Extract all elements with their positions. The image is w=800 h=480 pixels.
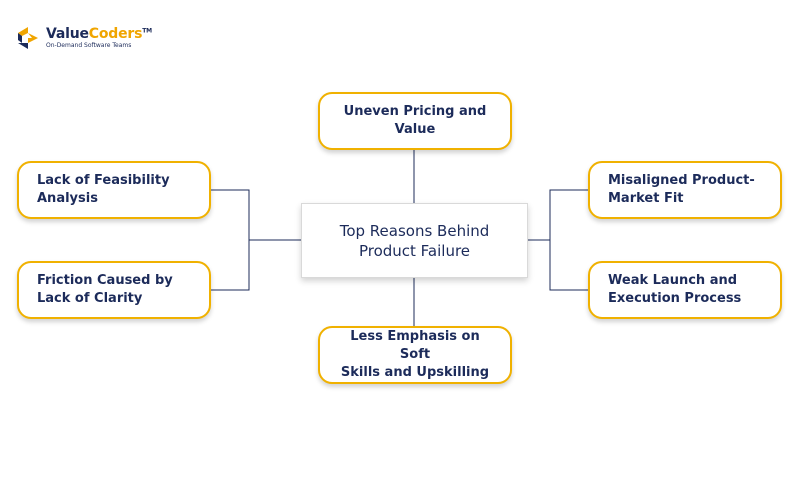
node-launch-execution: Weak Launch and Execution Process bbox=[588, 261, 782, 319]
node-friction: Friction Caused by Lack of Clarity bbox=[17, 261, 211, 319]
brand-tagline: On-Demand Software Teams bbox=[46, 42, 132, 49]
node-uneven-pricing-label: Uneven Pricing and Value bbox=[343, 104, 487, 137]
node-friction-label: Friction Caused by Lack of Clarity bbox=[37, 273, 173, 306]
brand-name: ValueCodersTM bbox=[46, 26, 152, 42]
connector-right bbox=[549, 189, 588, 291]
node-uneven-pricing: Uneven Pricing and Value bbox=[318, 92, 512, 150]
valuecoders-logo-icon bbox=[18, 27, 38, 49]
node-market-fit: Misaligned Product- Market Fit bbox=[588, 161, 782, 219]
center-topic-box: Top Reasons Behind Product Failure bbox=[301, 203, 528, 278]
connector-left bbox=[210, 189, 250, 291]
node-soft-skills: Less Emphasis on Soft Skills and Upskill… bbox=[318, 326, 512, 384]
node-feasibility-label: Lack of Feasibility Analysis bbox=[37, 173, 170, 206]
node-soft-skills-label: Less Emphasis on Soft Skills and Upskill… bbox=[340, 329, 490, 380]
center-topic-label: Top Reasons Behind Product Failure bbox=[339, 221, 490, 260]
node-launch-execution-label: Weak Launch and Execution Process bbox=[608, 273, 742, 306]
valuecoders-logo: ValueCodersTM On-Demand Software Teams bbox=[16, 22, 152, 54]
node-market-fit-label: Misaligned Product- Market Fit bbox=[608, 173, 755, 206]
node-feasibility: Lack of Feasibility Analysis bbox=[17, 161, 211, 219]
